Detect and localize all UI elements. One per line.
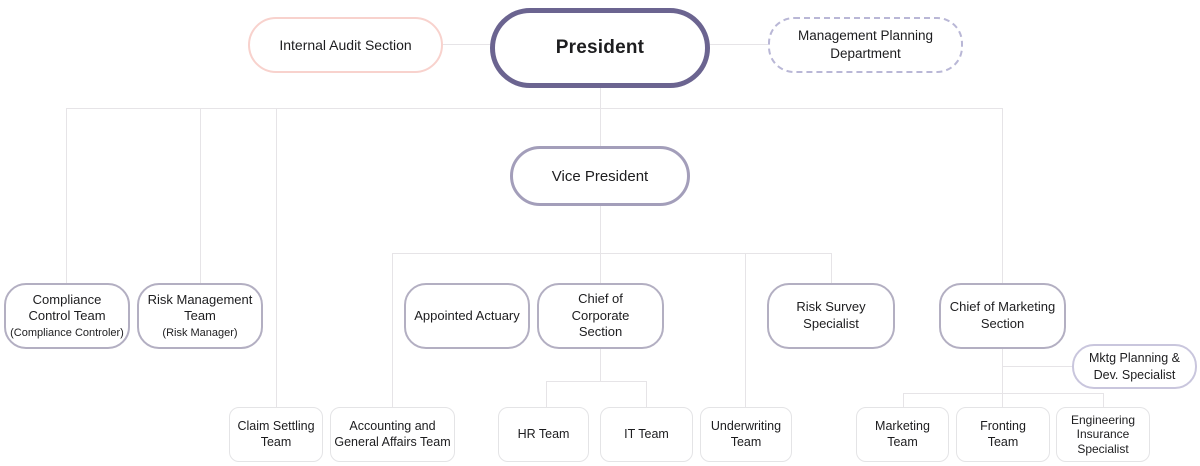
connector-line (66, 108, 67, 283)
node-appointed-actuary: Appointed Actuary (404, 283, 530, 349)
node-it-team: IT Team (600, 407, 693, 462)
connector-line (1002, 108, 1003, 283)
connector-line (600, 88, 601, 108)
node-engineering-insurance-specialist: Engineering Insurance Specialist (1056, 407, 1150, 462)
node-label: IT Team (624, 426, 669, 441)
connector-line (276, 108, 277, 407)
node-chief-of-corporate-section: Chief of Corporate Section (537, 283, 664, 349)
node-label: Compliance Control Team (28, 291, 106, 324)
node-label: Fronting Team (980, 418, 1026, 449)
connector-line (710, 44, 768, 45)
node-label: Appointed Actuary (414, 307, 520, 323)
node-management-planning-department: Management Planning Department (768, 17, 963, 73)
node-label: President (555, 37, 645, 58)
node-accounting-general-affairs-team: Accounting and General Affairs Team (330, 407, 455, 462)
node-chief-of-marketing-section: Chief of Marketing Section (939, 283, 1066, 349)
node-label: Risk Management Team (147, 291, 253, 324)
node-label: Management Planning Department (797, 28, 934, 61)
node-label: Mktg Planning & Dev. Specialist (1088, 351, 1181, 382)
node-claim-settling-team: Claim Settling Team (229, 407, 323, 462)
node-label: Claim Settling Team (237, 418, 315, 449)
node-label: Internal Audit Section (279, 37, 412, 53)
connector-line (1002, 366, 1072, 367)
node-vice-president: Vice President (510, 146, 690, 206)
connector-line (546, 381, 547, 407)
connector-line (600, 349, 601, 381)
node-label: Risk Survey Specialist (796, 299, 866, 331)
connector-line (646, 381, 647, 407)
node-label: Accounting and General Affairs Team (334, 418, 451, 449)
node-underwriting-team: Underwriting Team (700, 407, 792, 462)
node-sublabel: (Risk Manager) (162, 327, 238, 340)
connector-line (600, 206, 601, 283)
node-mktg-planning-dev-specialist: Mktg Planning & Dev. Specialist (1072, 344, 1197, 389)
node-label: Chief of Corporate Section (571, 291, 630, 340)
node-label: Marketing Team (875, 418, 930, 449)
connector-line (903, 393, 1103, 394)
connector-line (200, 108, 201, 283)
node-president: President (490, 8, 710, 88)
node-label: Chief of Marketing Section (949, 299, 1056, 331)
node-label: Vice President (551, 167, 649, 185)
connector-line (831, 253, 832, 283)
node-label: HR Team (517, 426, 570, 441)
connector-line (1103, 393, 1104, 407)
node-risk-survey-specialist: Risk Survey Specialist (767, 283, 895, 349)
connector-line (392, 253, 831, 254)
node-marketing-team: Marketing Team (856, 407, 949, 462)
connector-line (1002, 349, 1003, 407)
connector-line (903, 393, 904, 407)
node-compliance-control-team: Compliance Control Team (Compliance Cont… (4, 283, 130, 349)
node-hr-team: HR Team (498, 407, 589, 462)
node-sublabel: (Compliance Controler) (10, 327, 124, 340)
connector-line (443, 44, 490, 45)
node-label: Engineering Insurance Specialist (1070, 412, 1136, 456)
connector-line (546, 381, 646, 382)
connector-line (600, 108, 601, 146)
node-fronting-team: Fronting Team (956, 407, 1050, 462)
node-internal-audit-section: Internal Audit Section (248, 17, 443, 73)
connector-line (745, 253, 746, 407)
connector-line (66, 108, 1003, 109)
connector-line (392, 253, 393, 407)
node-risk-management-team: Risk Management Team (Risk Manager) (137, 283, 263, 349)
node-label: Underwriting Team (710, 418, 782, 449)
